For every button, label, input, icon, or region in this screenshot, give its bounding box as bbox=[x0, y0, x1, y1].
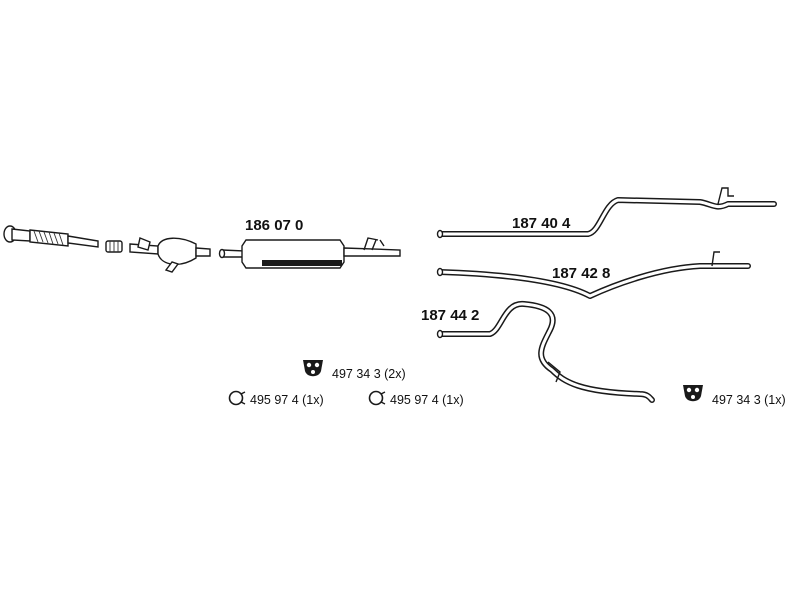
tailpipe-middle bbox=[436, 251, 751, 299]
tailpipe-lower-part-number: 187 44 2 bbox=[421, 307, 479, 324]
pipe-connector bbox=[105, 240, 123, 253]
catalytic-converter bbox=[129, 237, 211, 273]
rubber-mount-right-label: 497 34 3 (1x) bbox=[712, 393, 786, 407]
rubber-mount-icon bbox=[683, 385, 703, 402]
tailpipe-upper-part-number: 187 40 4 bbox=[512, 215, 571, 232]
rubber-mount-center-label: 497 34 3 (2x) bbox=[332, 367, 406, 381]
clamp-ring-left-label: 495 97 4 (1x) bbox=[250, 393, 324, 407]
tailpipe-lower bbox=[436, 301, 655, 403]
rubber-mount-icon bbox=[303, 360, 323, 377]
tailpipe-middle-part-number: 187 42 8 bbox=[552, 265, 610, 282]
clamp-ring-icon bbox=[368, 390, 386, 406]
rear-silencer bbox=[218, 237, 401, 269]
tailpipe-upper bbox=[436, 187, 777, 239]
clamp-ring-mid-label: 495 97 4 (1x) bbox=[390, 393, 464, 407]
clamp-ring-icon bbox=[228, 390, 246, 406]
rear-silencer-part-number: 186 07 0 bbox=[245, 217, 303, 234]
front-pipe-assembly bbox=[3, 225, 99, 248]
